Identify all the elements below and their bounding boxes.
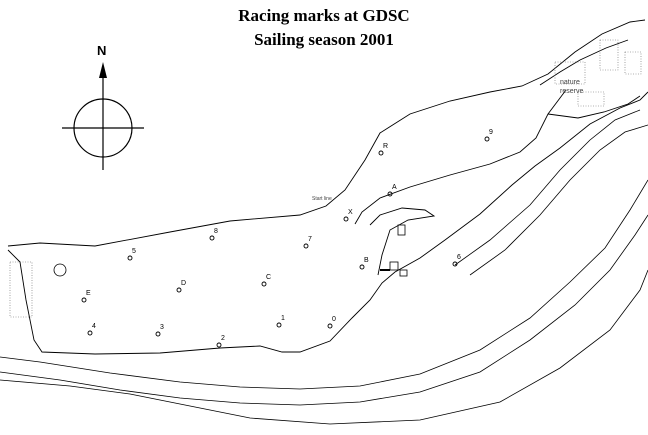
nature-reserve-area [9,39,642,318]
mark-label-B: B [364,257,369,264]
map-title-line1: Racing marks at GDSC [238,6,410,25]
mark-label-R: R [383,143,388,150]
mark-label-6: 6 [457,254,461,261]
mark-label-A: A [392,184,397,191]
compass-rose: N [62,43,144,170]
buoy-marker-C [261,281,267,287]
start-line-label: Start line [312,196,332,202]
reserve-label-1: nature [560,79,580,86]
racing-marks: 9R A X 8 7 5B C D E 4 3 2 1 0 6 [81,129,493,348]
lake-outline [7,19,648,355]
mark-label-E: E [86,290,91,297]
buoy-marker-3 [155,331,161,337]
north-label: N [97,43,106,58]
buoy-marker-5 [127,255,133,261]
buoy-marker-X [343,216,349,222]
buoy-marker-D [176,287,182,293]
reserve-label-2: reserve [560,88,583,95]
buoy-marker-1 [276,322,282,328]
buoy-marker-A [387,191,393,197]
buoy-marker-2 [216,342,222,348]
river-channels [0,109,648,425]
buoy-marker-7 [303,243,309,249]
north-arrow-icon [99,62,107,78]
buoy-marker-B [359,264,365,270]
buoy-marker-E [81,297,87,303]
mark-label-9: 9 [489,129,493,136]
mark-label-3: 3 [160,324,164,331]
buoy-marker-4 [87,330,93,336]
clubhouse-buildings [53,224,408,277]
mark-label-8: 8 [214,228,218,235]
mark-label-2: 2 [221,335,225,342]
buoy-marker-R [378,150,384,156]
mark-label-0: 0 [332,316,336,323]
buoy-marker-9 [484,136,490,142]
mark-label-X: X [348,209,353,216]
mark-label-D: D [181,280,186,287]
mark-label-1: 1 [281,315,285,322]
buoy-marker-6 [452,261,458,267]
buoy-marker-8 [209,235,215,241]
mark-label-5: 5 [132,248,136,255]
map-title-line2: Sailing season 2001 [254,30,394,49]
buoy-marker-0 [327,323,333,329]
mark-label-7: 7 [308,236,312,243]
mark-label-C: C [266,274,271,281]
mark-label-4: 4 [92,323,96,330]
